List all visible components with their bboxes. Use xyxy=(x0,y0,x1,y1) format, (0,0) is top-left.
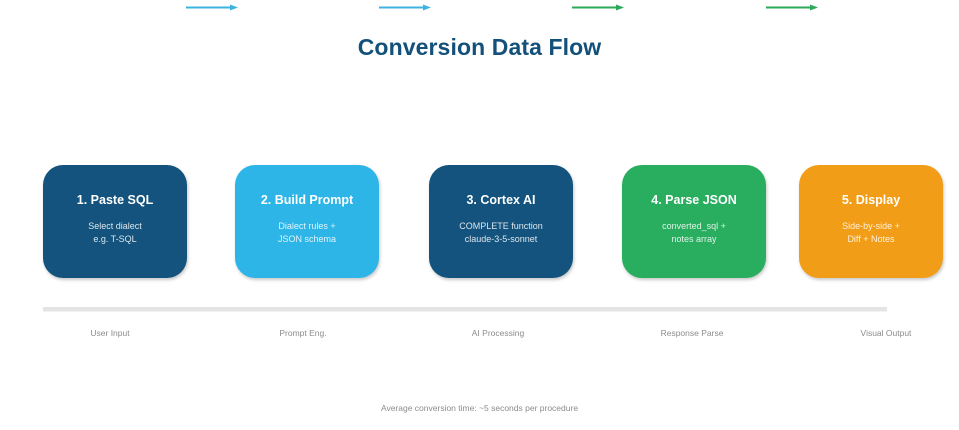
step-description: converted_sql + notes array xyxy=(622,220,766,246)
stage-label-prompt-eng: Prompt Eng. xyxy=(279,328,327,338)
footer-note: Average conversion time: ~5 seconds per … xyxy=(380,403,579,413)
step-title: 2. Build Prompt xyxy=(260,193,354,207)
step-box-paste-sql: 1. Paste SQL Select dialect e.g. T-SQL xyxy=(43,165,187,278)
timeline-bar xyxy=(43,307,887,311)
arrow-3-to-4 xyxy=(572,4,624,11)
step-line: JSON schema xyxy=(277,234,337,244)
step-title: 4. Parse JSON xyxy=(651,193,737,207)
step-box-parse-json: 4. Parse JSON converted_sql + notes arra… xyxy=(622,165,766,278)
arrow-2-to-3 xyxy=(379,4,431,11)
step-title: 3. Cortex AI xyxy=(466,193,536,207)
step-line: Dialect rules + xyxy=(278,221,336,231)
step-description: Side-by-side + Diff + Notes xyxy=(799,220,943,246)
arrow-4-to-5 xyxy=(766,4,818,11)
stage-label-response-parse: Response Parse xyxy=(660,328,724,338)
stage-label-user-input: User Input xyxy=(90,328,130,338)
step-line: COMPLETE function xyxy=(459,221,543,231)
stage-label-visual-output: Visual Output xyxy=(860,328,912,338)
step-description: Dialect rules + JSON schema xyxy=(235,220,379,246)
step-description: Select dialect e.g. T-SQL xyxy=(43,220,187,246)
arrow-1-to-2 xyxy=(186,4,238,11)
step-title: 1. Paste SQL xyxy=(76,193,154,207)
step-line: e.g. T-SQL xyxy=(93,234,137,244)
step-line: Diff + Notes xyxy=(847,234,895,244)
stage-label-ai-processing: AI Processing xyxy=(471,328,525,338)
step-description: COMPLETE function claude-3-5-sonnet xyxy=(429,220,573,246)
step-line: notes array xyxy=(671,234,717,244)
step-line: converted_sql + xyxy=(662,221,726,231)
diagram-title: Conversion Data Flow xyxy=(357,34,602,60)
step-box-build-prompt: 2. Build Prompt Dialect rules + JSON sch… xyxy=(235,165,379,278)
step-line: claude-3-5-sonnet xyxy=(464,234,538,244)
step-title: 5. Display xyxy=(841,193,901,207)
step-box-display: 5. Display Side-by-side + Diff + Notes xyxy=(799,165,943,278)
step-box-cortex-ai: 3. Cortex AI COMPLETE function claude-3-… xyxy=(429,165,573,278)
step-line: Select dialect xyxy=(88,221,142,231)
step-line: Side-by-side + xyxy=(842,221,900,231)
